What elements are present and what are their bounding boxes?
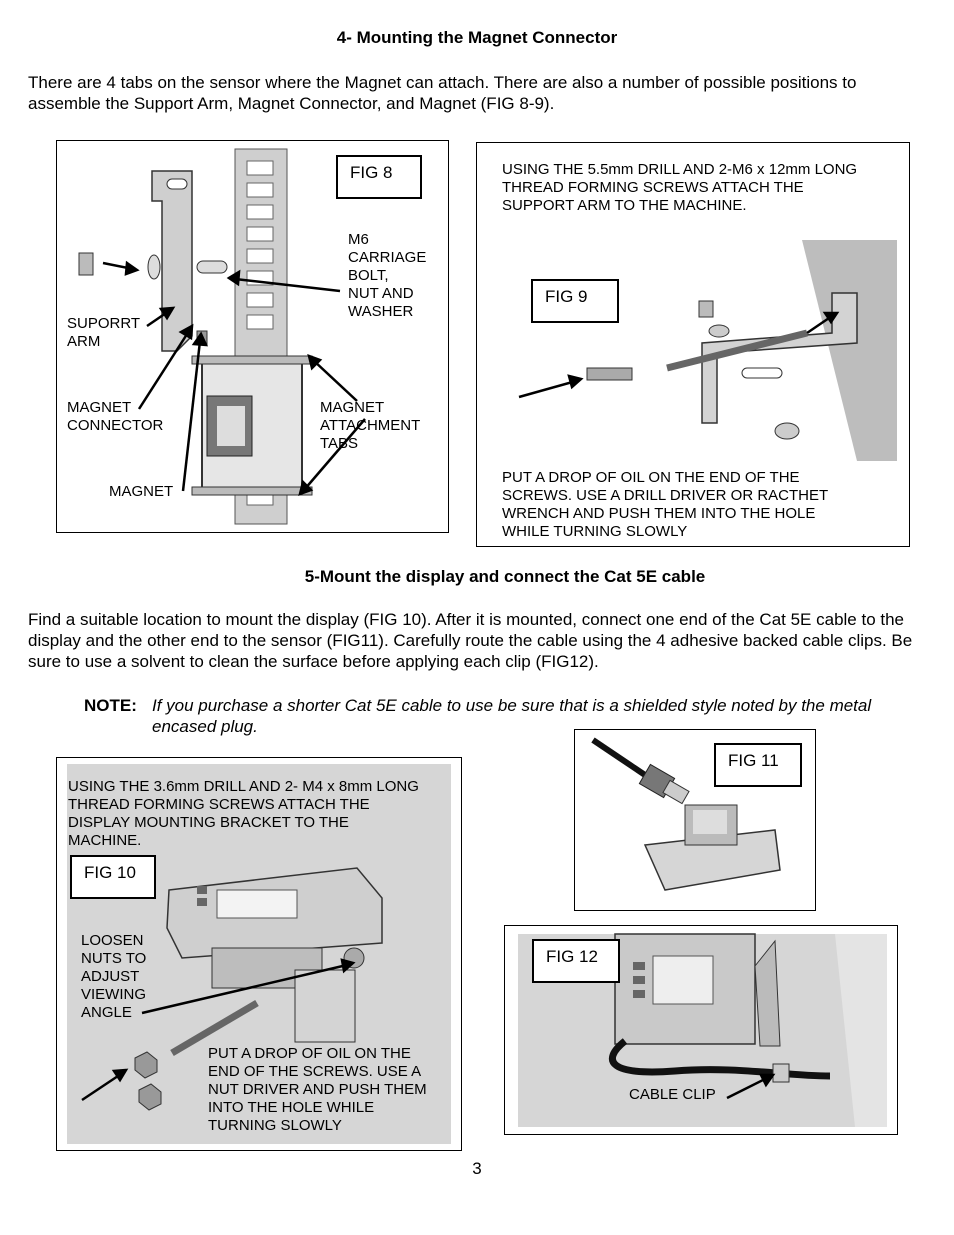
fig10-top-caption: USING THE 3.6mm DRILL AND 2- M4 x 8mm LO… (68, 778, 419, 849)
fig10-loosen-caption: LOOSEN NUTS TO ADJUST VIEWING ANGLE (81, 932, 147, 1021)
note-text: If you purchase a shorter Cat 5E cable t… (152, 696, 872, 736)
fig11-panel: FIG 11 (574, 729, 816, 911)
fig12-illustration (609, 933, 887, 1127)
fig8-illustration (78, 148, 366, 525)
fig11-illustration (591, 737, 781, 891)
section5-heading: 5-Mount the display and connect the Cat … (304, 567, 706, 586)
fig10-label: FIG 10 (70, 855, 156, 899)
section5-paragraph: Find a suitable location to mount the di… (28, 610, 913, 671)
fig8-bolt-caption: M6 CARRIAGE BOLT, NUT AND WASHER (348, 231, 427, 320)
section4-heading: 4- Mounting the Magnet Connector (336, 28, 618, 47)
page-number: 3 (472, 1159, 482, 1178)
fig9-panel: USING THE 5.5mm DRILL AND 2-M6 x 12mm LO… (476, 142, 910, 547)
fig10-oil-caption: PUT A DROP OF OIL ON THE END OF THE SCRE… (208, 1045, 427, 1134)
note-label: NOTE: (84, 696, 137, 715)
fig9-top-caption: USING THE 5.5mm DRILL AND 2-M6 x 12mm LO… (502, 161, 858, 214)
fig12-label: FIG 12 (532, 939, 620, 983)
fig9-illustration (518, 240, 897, 461)
fig9-bottom-caption: PUT A DROP OF OIL ON THE END OF THE SCRE… (502, 469, 829, 540)
fig8-magnet-caption: MAGNET (109, 483, 174, 500)
fig11-label: FIG 11 (714, 743, 802, 787)
fig8-connector-caption: MAGNET CONNECTOR (67, 399, 164, 434)
fig8-arm-caption: SUPORRT ARM (67, 315, 141, 350)
fig10-panel: USING THE 3.6mm DRILL AND 2- M4 x 8mm LO… (56, 757, 462, 1151)
fig12-panel: FIG 12 CABLE CLIP (504, 925, 898, 1135)
section4-paragraph: There are 4 tabs on the sensor where the… (28, 73, 857, 113)
fig8-tabs-caption: MAGNET ATTACHMENT TABS (320, 399, 421, 452)
fig12-clip-caption: CABLE CLIP (629, 1086, 716, 1103)
fig8-label: FIG 8 (336, 155, 422, 199)
fig10-illustration (81, 867, 383, 1111)
fig8-panel: FIG 8 M6 CARRIAGE BOLT, NUT AND WASHER S… (56, 140, 449, 533)
fig9-label: FIG 9 (531, 279, 619, 323)
